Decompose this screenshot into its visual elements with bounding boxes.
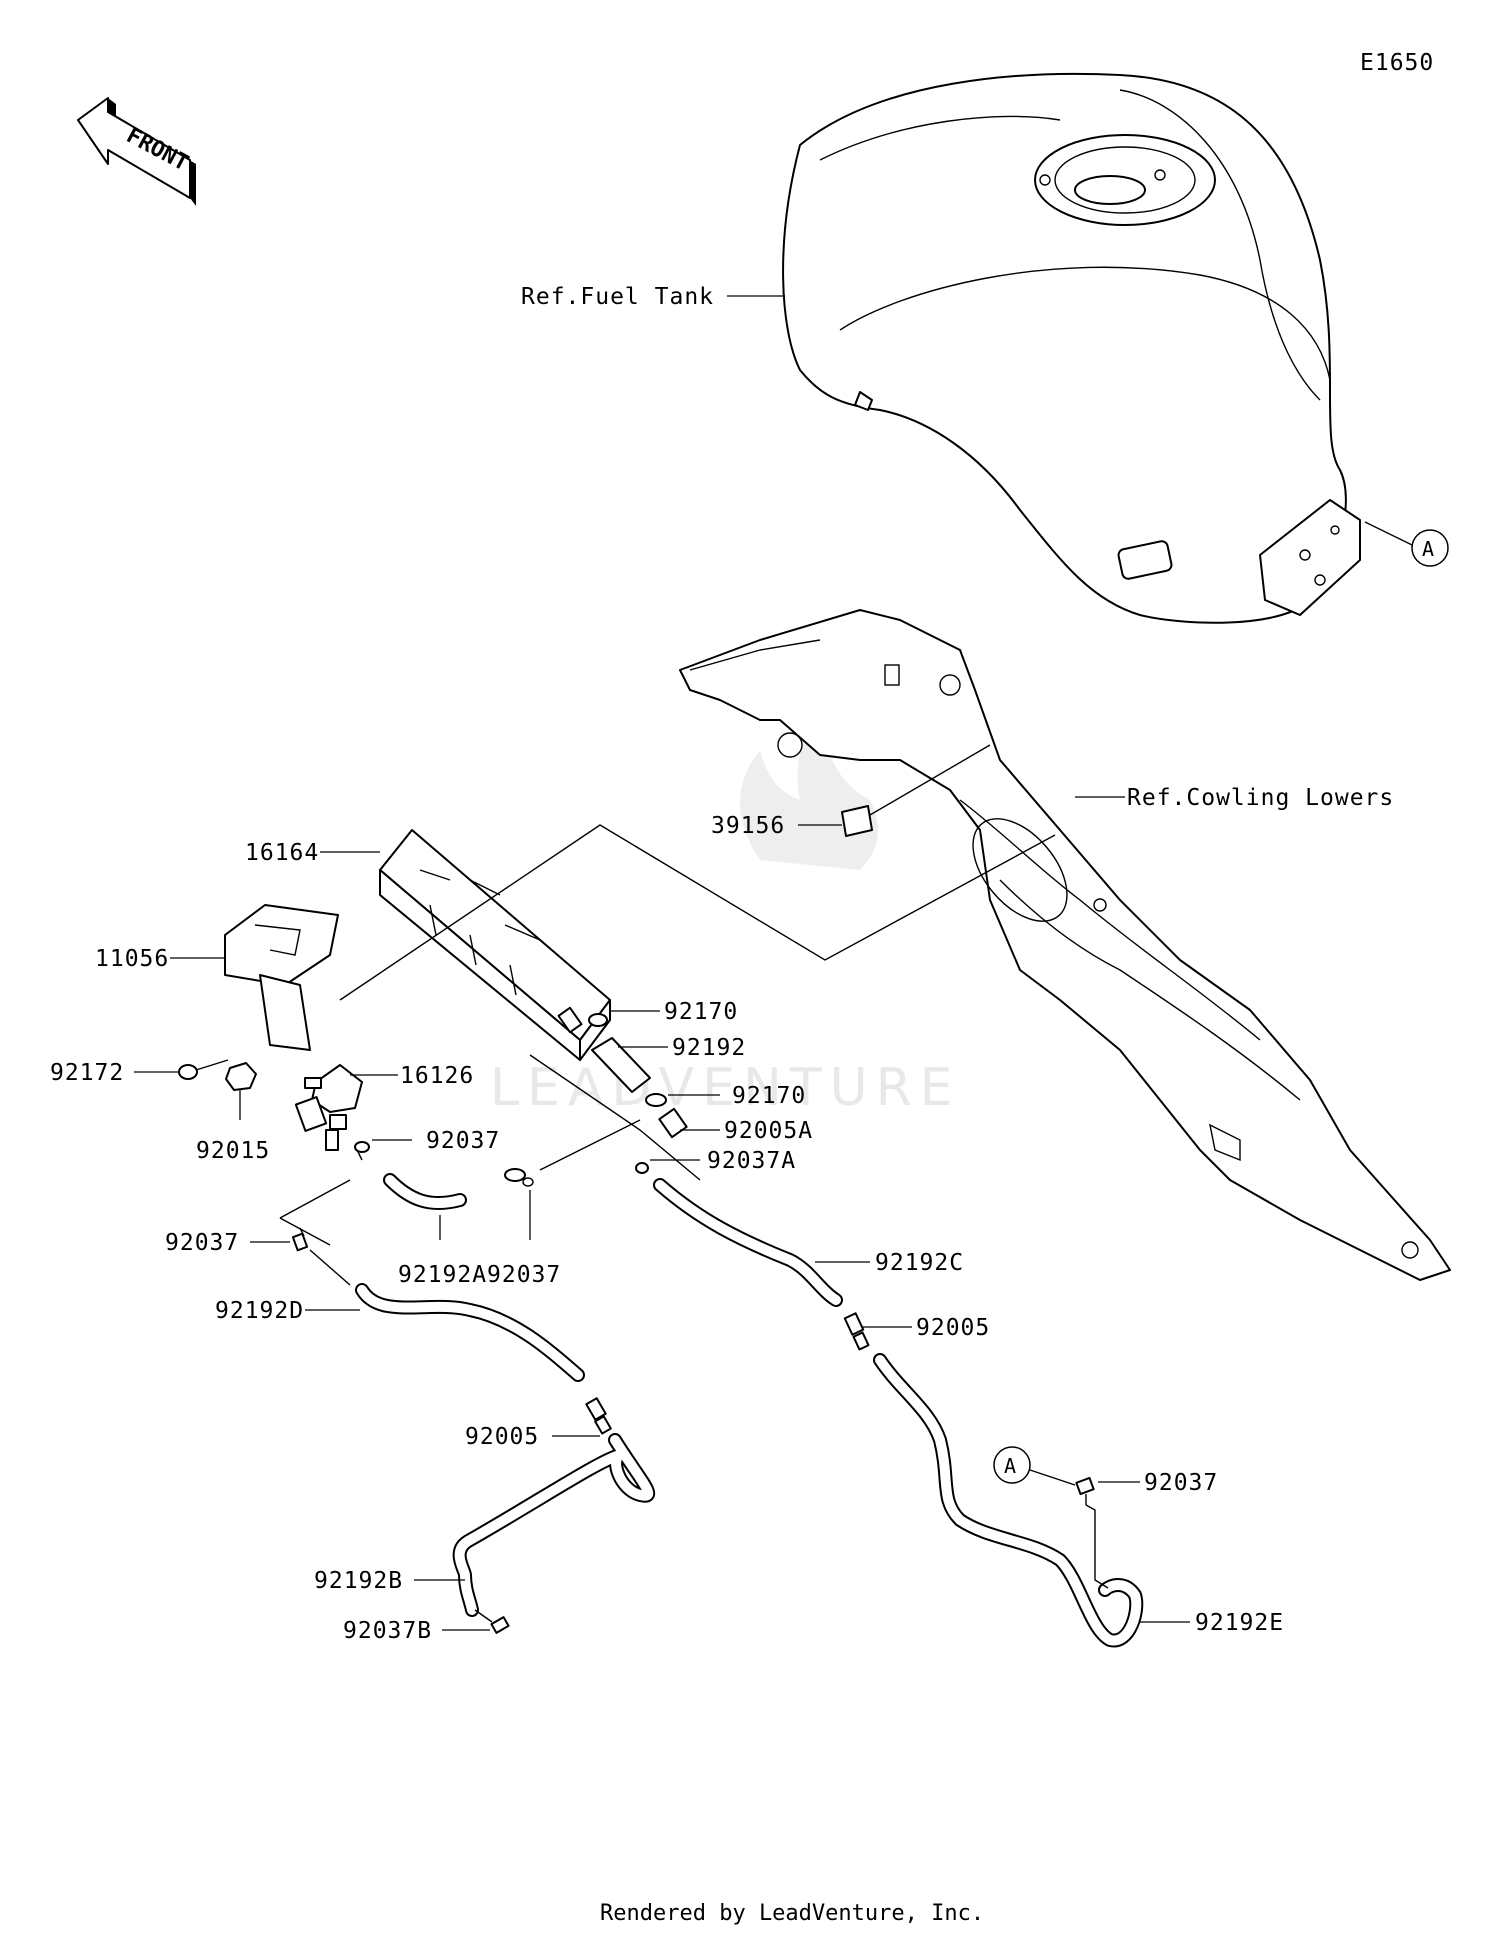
bolt-92172	[178, 1059, 229, 1080]
valve-16126	[294, 1064, 363, 1151]
part-92037b-label: 92037B	[343, 1618, 432, 1644]
connector-a-marker-top	[1411, 529, 1449, 567]
clip-92037-left	[291, 1227, 309, 1252]
watermark-text: LEADVENTURE	[490, 1058, 961, 1118]
clip-92037a	[635, 1162, 649, 1174]
clip-92037b	[490, 1616, 510, 1634]
part-39156-label: 39156	[711, 813, 785, 839]
part-92005a-label: 92005A	[724, 1118, 813, 1144]
joint-92005-left	[585, 1397, 612, 1435]
part-11056-label: 11056	[95, 946, 169, 972]
front-arrow-icon: FRONT	[77, 97, 196, 206]
part-92192c-label: 92192C	[875, 1250, 964, 1276]
part-92192b-label: 92192B	[314, 1568, 403, 1594]
footer-credit: Rendered by LeadVenture, Inc.	[600, 1901, 984, 1926]
part-92172-label: 92172	[50, 1060, 124, 1086]
joint-92005a	[658, 1107, 688, 1139]
nut-92015	[225, 1062, 257, 1091]
tube-92192	[591, 1037, 651, 1093]
part-92170-top-label: 92170	[664, 999, 738, 1025]
guide-line-pipe	[529, 1054, 701, 1181]
part-92037-right-label: 92037	[1144, 1470, 1218, 1496]
hose-92192d	[355, 1283, 585, 1382]
part-16126-label: 16126	[400, 1063, 474, 1089]
part-92192-label: 92192	[672, 1035, 746, 1061]
part-92170-mid-label: 92170	[732, 1083, 806, 1109]
clamp-92037	[504, 1168, 534, 1187]
part-92192a-label: 92192A	[398, 1262, 487, 1288]
connector-a-marker-bottom	[993, 1446, 1031, 1484]
hose-92192a	[383, 1173, 467, 1211]
pad-39156	[841, 805, 873, 837]
part-92037-clamp-label: 92037	[487, 1262, 561, 1288]
part-92037a-label: 92037A	[707, 1148, 796, 1174]
part-92037-valve-label: 92037	[426, 1128, 500, 1154]
part-92192e-label: 92192E	[1195, 1610, 1284, 1636]
diagram-code: E1650	[1360, 50, 1434, 76]
part-16164-label: 16164	[245, 840, 319, 866]
guide-line-canister	[339, 824, 1056, 1001]
hose-92192c	[653, 1178, 843, 1307]
part-92005-right-label: 92005	[916, 1315, 990, 1341]
clamp-92170-top	[557, 1006, 608, 1034]
clip-92037-valve	[354, 1141, 370, 1161]
part-92192d-label: 92192D	[215, 1298, 304, 1324]
ref-cowling-lowers-label: Ref.Cowling Lowers	[1127, 785, 1394, 811]
fuel-tank	[782, 72, 1361, 624]
ref-fuel-tank-label: Ref.Fuel Tank	[521, 284, 714, 310]
connector-a-label-bottom: A	[1004, 1454, 1016, 1478]
joint-92005-right	[843, 1312, 870, 1351]
clamp-92170-mid	[645, 1093, 667, 1107]
clip-92037-right	[1075, 1476, 1095, 1505]
hose-92192b	[452, 1433, 655, 1617]
bracket-11056	[224, 904, 339, 1051]
hose-92192e	[873, 1353, 1144, 1648]
part-92005-left-label: 92005	[465, 1424, 539, 1450]
connector-a-label-top: A	[1422, 537, 1434, 561]
part-92037-left-label: 92037	[165, 1230, 239, 1256]
watermark: LEADVENTURE	[490, 720, 961, 1118]
cowling-lowers	[679, 609, 1451, 1281]
part-92015-label: 92015	[196, 1138, 270, 1164]
